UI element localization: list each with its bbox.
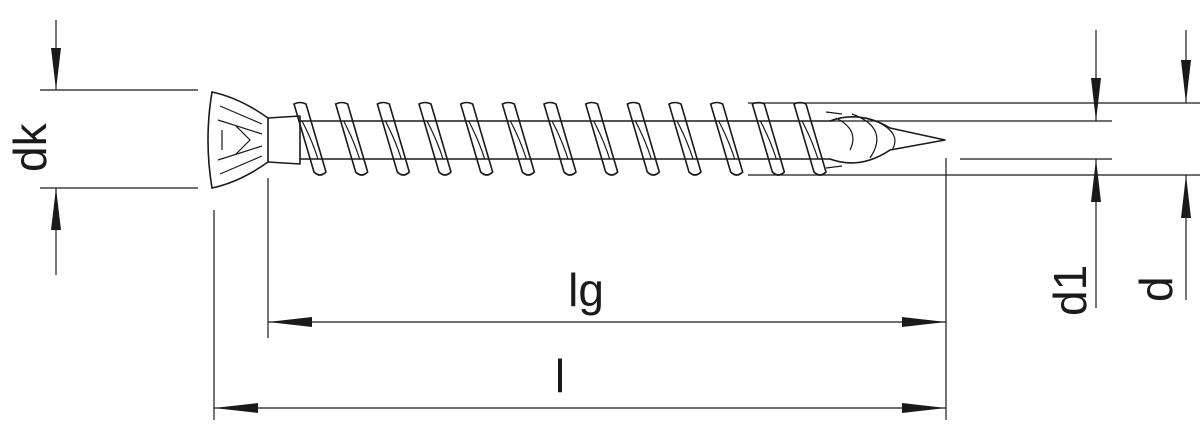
- thread-flight-shade: [801, 120, 819, 160]
- thread-flight-shade: [551, 120, 569, 160]
- thread-flight: [626, 101, 661, 176]
- thread-flight-shade: [509, 120, 527, 160]
- thread-flight: [543, 101, 577, 176]
- screw-thread: [293, 101, 827, 176]
- label-l: l: [555, 350, 565, 402]
- thread-flight-shade: [759, 120, 777, 160]
- dimension-dk: dk: [4, 20, 61, 275]
- label-dk: dk: [4, 122, 56, 172]
- thread-flight-shade: [343, 120, 361, 160]
- lg-arrow-left: [268, 317, 312, 327]
- thread-flight-shade: [468, 120, 486, 160]
- thread-flight: [709, 101, 744, 176]
- thread-flight: [668, 101, 702, 176]
- thread-flight-shade: [426, 120, 444, 160]
- dimension-d1: d1: [1044, 30, 1101, 316]
- thread-flight: [376, 101, 411, 176]
- dimension-lg: lg: [268, 264, 946, 327]
- thread-flight: [334, 101, 369, 176]
- label-d1: d1: [1044, 265, 1096, 316]
- thread-flight-shade: [634, 120, 652, 160]
- extension-lines: [40, 89, 1200, 420]
- l-arrow-right: [902, 403, 946, 413]
- thread-flight: [293, 101, 327, 176]
- dimension-d: d: [1130, 30, 1191, 302]
- thread-flight-shade: [718, 120, 736, 160]
- thread-flight: [459, 101, 494, 176]
- d1-arrow-bottom: [1091, 159, 1101, 202]
- thread-flight-shade: [384, 120, 402, 160]
- screw-tip: [825, 111, 946, 169]
- thread-flight-shade: [676, 120, 694, 160]
- thread-flight-shade: [593, 120, 611, 160]
- thread-flight-shade: [301, 120, 319, 160]
- label-d: d: [1130, 276, 1182, 302]
- d-arrow-bottom: [1181, 175, 1191, 218]
- screw-shank: [267, 115, 831, 165]
- dk-arrow-top: [51, 48, 61, 90]
- l-arrow-left: [214, 403, 258, 413]
- d1-arrow-top: [1091, 78, 1101, 121]
- d-arrow-top: [1181, 60, 1191, 103]
- screw-head: [207, 91, 269, 189]
- lg-arrow-right: [902, 317, 946, 327]
- thread-flight: [584, 101, 619, 176]
- dimension-l: l: [214, 350, 946, 413]
- dk-arrow-bottom: [51, 188, 61, 230]
- label-lg: lg: [568, 264, 604, 316]
- thread-flight: [501, 101, 536, 176]
- thread-flight: [418, 101, 452, 176]
